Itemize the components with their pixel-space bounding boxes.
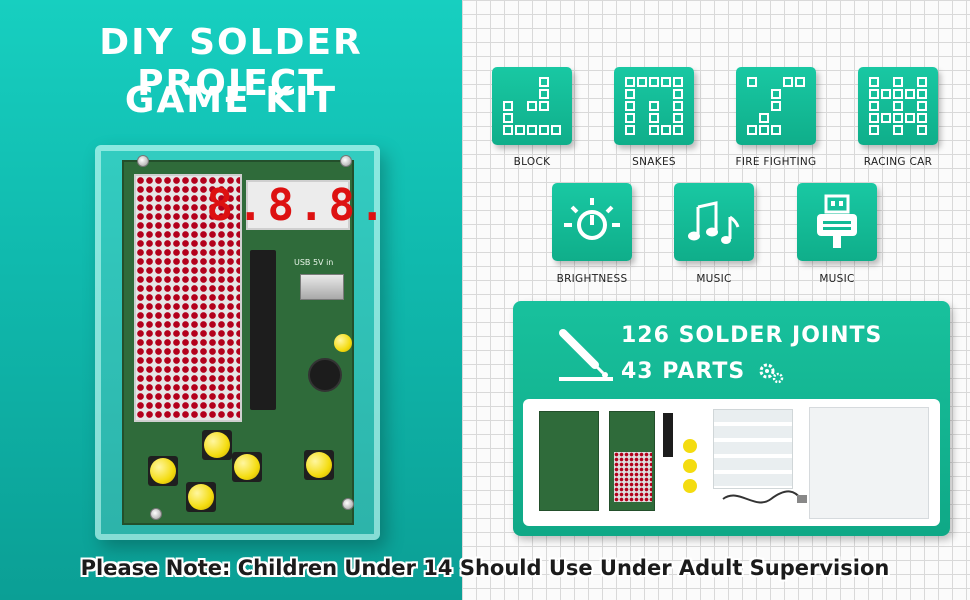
parts-button-cap — [683, 479, 697, 493]
feature-label-fire-fighting: FIRE FIGHTING — [735, 156, 817, 168]
solder-joints-count: 126 SOLDER JOINTS — [621, 323, 883, 348]
hero-title-line1: DIY SOLDER PROJECT — [99, 22, 363, 104]
feature-label-brightness: BRIGHTNESS — [556, 273, 628, 285]
small-yellow-button — [334, 334, 352, 352]
parts-count: 43 PARTS — [621, 359, 746, 384]
kit-parts-photo — [523, 399, 940, 526]
parts-button-cap — [683, 439, 697, 453]
down-button — [188, 484, 214, 510]
parts-dot-matrix — [614, 452, 652, 502]
feature-label-block: BLOCK — [513, 156, 551, 168]
bare-pcb-back — [609, 411, 655, 511]
seven-segment-display: 8.8.8. — [206, 179, 390, 231]
left-button — [150, 458, 176, 484]
corner-screw — [137, 155, 149, 167]
action-button — [306, 452, 332, 478]
acrylic-panels — [713, 409, 793, 489]
acrylic-case-part — [809, 407, 929, 519]
bare-pcb — [539, 411, 599, 511]
usb-plug-icon — [797, 183, 877, 261]
usb-cable — [722, 490, 807, 504]
corner-screw — [150, 508, 162, 520]
right-button — [234, 454, 260, 480]
usb-port-label: USB 5V in — [294, 258, 334, 267]
feature-label-music: MUSIC — [696, 273, 732, 285]
feature-label-racing-car: RACING CAR — [863, 156, 933, 168]
music-note-icon — [674, 183, 754, 261]
parts-button-cap — [683, 459, 697, 473]
microcontroller-chip — [250, 250, 276, 410]
led-dot-matrix — [134, 174, 242, 422]
parts-chip — [663, 413, 673, 457]
snake-game-icon — [614, 67, 694, 145]
brightness-icon — [552, 183, 632, 261]
soldering-iron-icon — [559, 329, 613, 381]
hero-title-line2: GAME KIT — [124, 80, 338, 121]
up-button — [204, 432, 230, 458]
gears-icon — [759, 363, 784, 384]
supervision-note: Please Note: Children Under 14 Should Us… — [80, 556, 890, 580]
racing-car-game-icon — [858, 67, 938, 145]
fire-fighting-game-icon — [736, 67, 816, 145]
feature-label-snakes: SNAKES — [632, 156, 676, 168]
hero-panel: DIY SOLDER PROJECT GAME KIT 8.8.8. USB 5… — [0, 0, 462, 600]
usb-port — [300, 274, 344, 300]
buzzer — [308, 358, 342, 392]
block-game-icon — [492, 67, 572, 145]
corner-screw — [340, 155, 352, 167]
feature-label-music-2: MUSIC — [819, 273, 855, 285]
kit-stats-card: 126 SOLDER JOINTS 43 PARTS — [513, 301, 950, 536]
corner-screw — [342, 498, 354, 510]
game-kit-board: 8.8.8. USB 5V in — [122, 160, 390, 525]
